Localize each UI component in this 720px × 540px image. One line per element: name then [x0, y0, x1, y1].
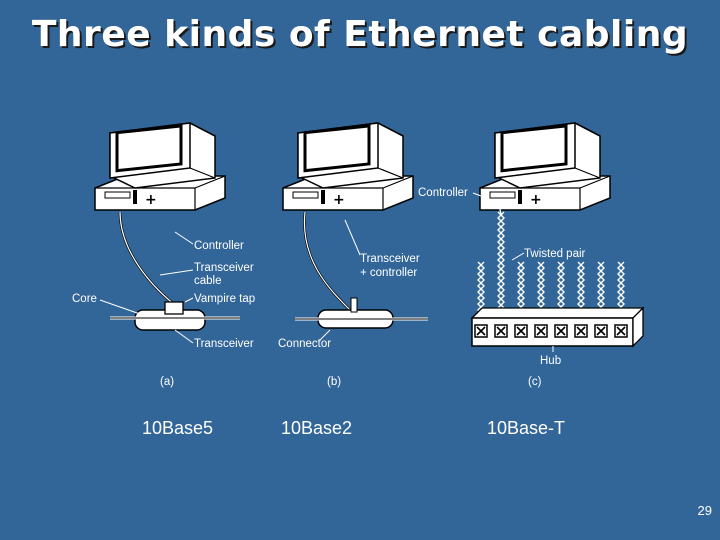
twisted-pair-cables [477, 204, 625, 323]
hub-port-plug [596, 326, 606, 336]
label-connector: Connector [278, 338, 331, 350]
hub-port-plug [476, 326, 486, 336]
hub-port-plug [616, 326, 626, 336]
label-transceiver-controller-2: + controller [360, 267, 417, 279]
hub-port-plug [576, 326, 586, 336]
label-transceiver-controller-1: Transceiver [360, 253, 420, 265]
twisted-pair-wire [497, 211, 505, 321]
page-number: 29 [697, 503, 712, 518]
hub-port-plug [496, 326, 506, 336]
hub [470, 306, 645, 348]
panel-label-a: (a) [160, 376, 174, 388]
label-twisted-pair: Twisted pair [524, 248, 586, 260]
caption-10base5: 10Base5 [142, 418, 214, 438]
panel-label-b: (b) [327, 376, 341, 388]
label-core: Core [72, 293, 97, 305]
label-hub: Hub [540, 355, 561, 367]
label-transceiver-cable-1: Transceiver [194, 262, 254, 274]
label-transceiver: Transceiver [194, 338, 254, 350]
computer-c [478, 121, 612, 212]
panel-label-c: (c) [528, 376, 542, 388]
hub-port-plug [536, 326, 546, 336]
twisted-pair-wire [497, 211, 505, 321]
hub-port-plug [556, 326, 566, 336]
caption-10base2: 10Base2 [281, 418, 353, 438]
computer-c-link [499, 204, 502, 215]
caption-10base-t: 10Base-T [487, 418, 566, 438]
computer-b [281, 121, 415, 212]
label-transceiver-cable-2: cable [194, 275, 222, 287]
slide-title: Three kinds of Ethernet cabling [31, 14, 689, 55]
label-controller-c: Controller [418, 187, 468, 199]
label-controller-a: Controller [194, 240, 244, 252]
hub-port-plug [516, 326, 526, 336]
label-vampire-tap: Vampire tap [194, 293, 255, 305]
computer-a [93, 121, 227, 212]
